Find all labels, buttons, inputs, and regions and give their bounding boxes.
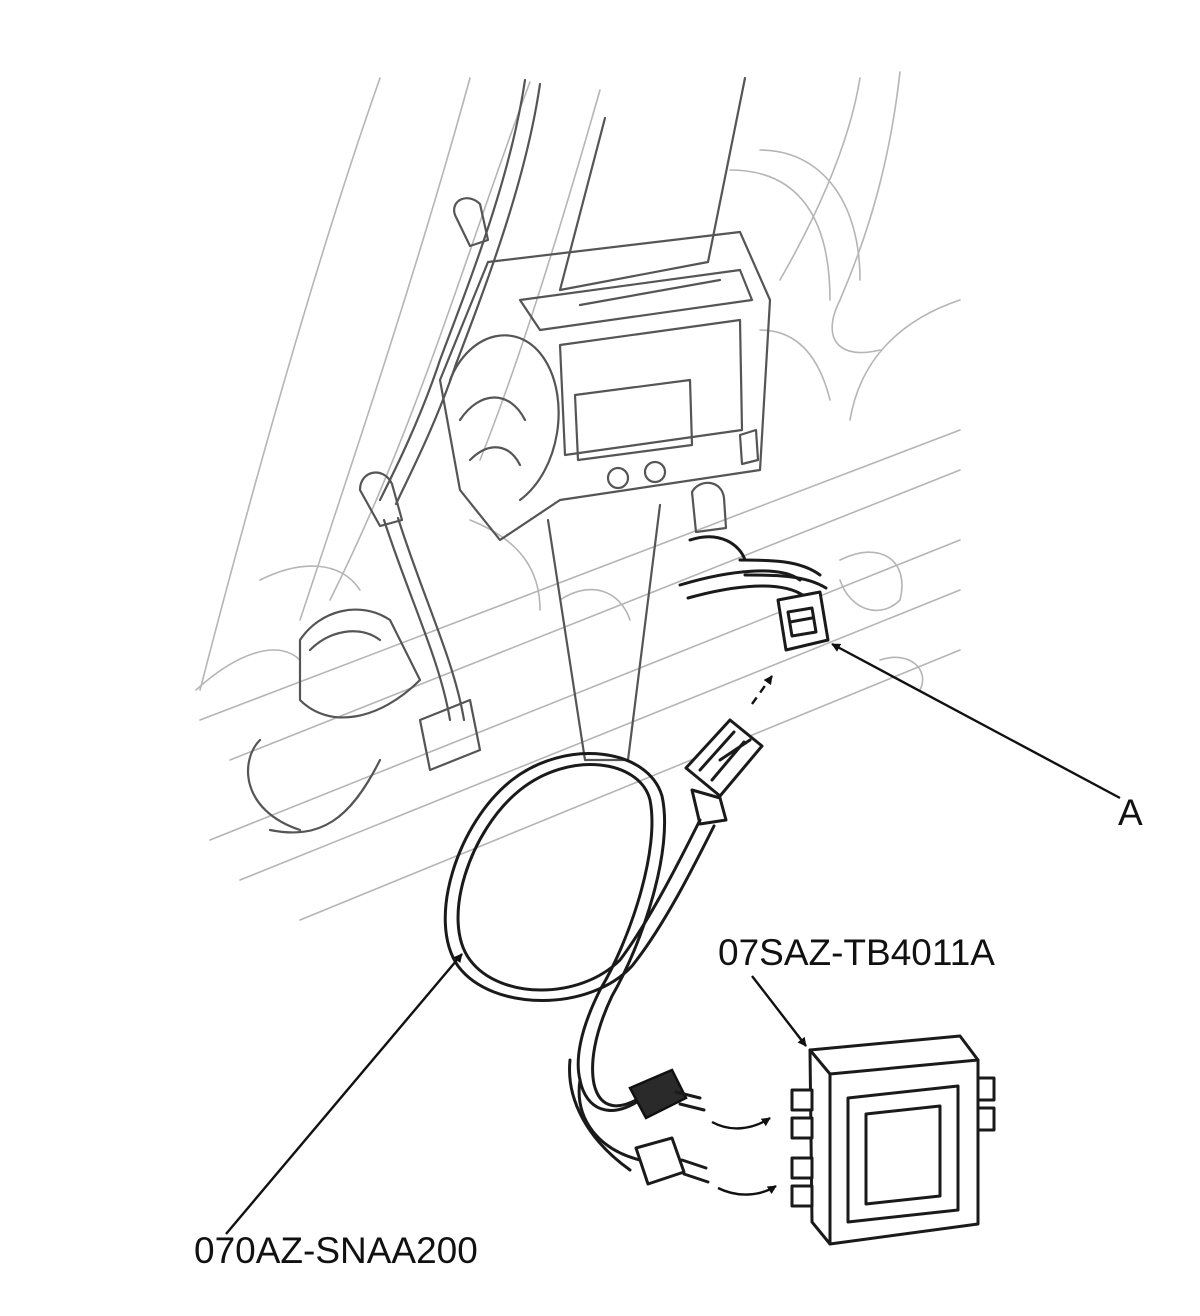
- banana-plug-white: [634, 1136, 710, 1186]
- tester-box: [790, 1034, 996, 1246]
- banana-plug-black: [628, 1068, 706, 1120]
- vehicle-side-harness: [678, 535, 828, 600]
- connector-a: [776, 590, 830, 652]
- tester-part-number-label: 07SAZ-TB4011A: [718, 932, 995, 973]
- connector-a-label: A: [1118, 792, 1143, 833]
- harness-connector-plug: [684, 718, 764, 826]
- leader-lines: [225, 642, 1121, 1235]
- body-panel-lines: [195, 71, 961, 921]
- insertion-arrows: [711, 675, 777, 1196]
- seat-belt-webbing: [546, 76, 747, 762]
- seat-belt-retractor: [438, 230, 772, 542]
- wire-harness-tube: [247, 78, 542, 834]
- harness-part-number-label: 070AZ-SNAA200: [194, 1230, 478, 1271]
- test-harness-cable: [443, 752, 716, 1172]
